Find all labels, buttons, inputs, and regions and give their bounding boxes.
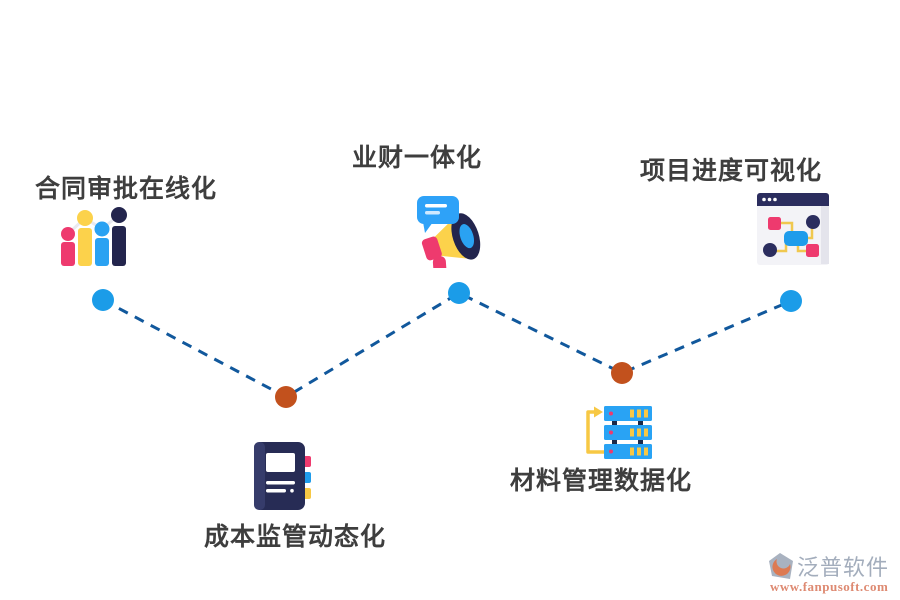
- node-label-cost: 成本监管动态化: [204, 523, 387, 551]
- megaphone-icon: [417, 196, 481, 268]
- watermark: 泛普软件 www.fanpusoft.com: [768, 550, 898, 595]
- notebook-icon: [254, 442, 311, 510]
- node-label-material: 材料管理数据化: [510, 467, 693, 495]
- connector-dot: [92, 289, 114, 311]
- node-label-finance: 业财一体化: [352, 144, 483, 172]
- node-label-contract: 合同审批在线化: [35, 175, 218, 203]
- connector-dot: [780, 290, 802, 312]
- server-stack-icon: [586, 406, 652, 459]
- connector-dot: [448, 282, 470, 304]
- connector-dot: [275, 386, 297, 408]
- connector-dot: [611, 362, 633, 384]
- watermark-brand: 泛普软件: [797, 555, 890, 580]
- fanpu-logo-icon: [769, 552, 793, 579]
- node-label-progress: 项目进度可视化: [640, 157, 823, 185]
- bar-chart-icon: [61, 207, 127, 266]
- flowchart-window-icon: [757, 193, 829, 265]
- watermark-url: www.fanpusoft.com: [770, 579, 889, 594]
